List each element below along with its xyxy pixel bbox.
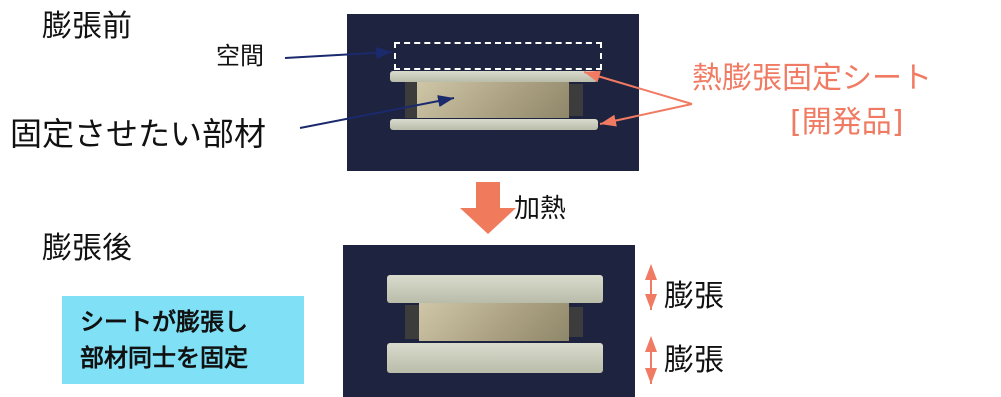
sheet-pointer-upper	[583, 70, 693, 105]
member-right-edge	[569, 84, 583, 116]
expanded-upper-sheet	[387, 275, 603, 303]
sheet-title: 熱膨張固定シート	[692, 61, 932, 96]
space-marker	[394, 42, 602, 70]
upper-sheet	[390, 71, 598, 82]
heat-label: 加熱	[514, 194, 567, 224]
space-pointer-line	[284, 46, 393, 59]
note-box: シートが膨張し 部材同士を固定	[62, 296, 304, 384]
lower-sheet	[390, 119, 598, 130]
note-line-1: シートが膨張し	[80, 308, 248, 336]
before-heading: 膨張前	[42, 9, 132, 44]
after-member-right-edge	[569, 307, 583, 337]
member-label: 固定させたい部材	[10, 115, 267, 153]
expand-label-bottom: 膨張	[664, 343, 724, 378]
space-label: 空間	[216, 42, 264, 70]
after-photo	[343, 245, 635, 397]
before-photo	[347, 14, 639, 171]
after-member-left-edge	[405, 305, 419, 339]
expand-label-top: 膨張	[664, 279, 724, 314]
sheet-pointer-lower	[599, 103, 693, 127]
note-line-2: 部材同士を固定	[80, 344, 248, 372]
member-left-edge	[405, 82, 417, 118]
after-heading: 膨張後	[42, 231, 132, 266]
sheet-subtitle: [開発品]	[790, 105, 904, 140]
member-pointer-line	[299, 95, 455, 129]
heat-down-arrow	[460, 182, 516, 234]
after-fixed-member	[419, 303, 569, 341]
expanded-lower-sheet	[387, 343, 603, 373]
